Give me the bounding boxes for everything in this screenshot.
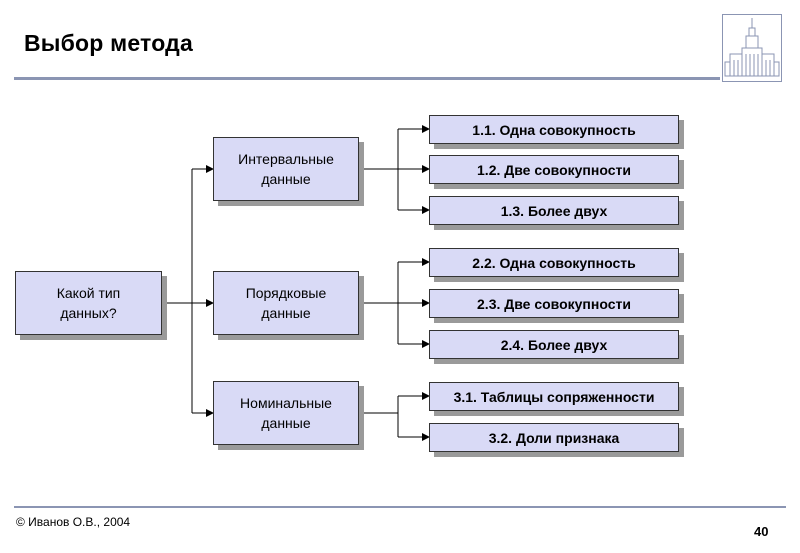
method-node-label: 1.2. Две совокупности [477,161,631,178]
method-node-label: 2.3. Две совокупности [477,295,631,312]
group-node-label: Порядковые данные [245,285,327,321]
university-building-logo [722,14,782,82]
method-node: 2.3. Две совокупности [429,289,679,318]
method-node-label: 3.1. Таблицы сопряженности [453,388,655,405]
method-node: 2.2. Одна совокупность [429,248,679,277]
page-number: 40 [754,524,769,539]
title-divider [14,77,720,80]
method-node: 3.2. Доли признака [429,423,679,452]
method-node: 1.3. Более двух [429,196,679,225]
root-node: Какой тип данных? [15,271,162,335]
method-node-label: 2.4. Более двух [500,336,608,353]
method-node-label: 1.1. Одна совокупность [472,121,636,138]
group-node-ordinal: Порядковые данные [213,271,359,335]
group-node-label: Номинальные данные [240,395,332,431]
method-node: 3.1. Таблицы сопряженности [429,382,679,411]
group-node-nominal: Номинальные данные [213,381,359,445]
method-node: 1.1. Одна совокупность [429,115,679,144]
page-title: Выбор метода [24,30,193,56]
method-node-label: 2.2. Одна совокупность [472,254,636,271]
root-node-label: Какой тип данных? [56,285,121,321]
method-node-label: 3.2. Доли признака [488,429,620,446]
method-node: 2.4. Более двух [429,330,679,359]
group-node-label: Интервальные данные [238,151,334,187]
group-node-interval: Интервальные данные [213,137,359,201]
footer-divider [14,506,786,508]
method-node-label: 1.3. Более двух [500,202,608,219]
method-node: 1.2. Две совокупности [429,155,679,184]
copyright-text: © Иванов О.В., 2004 [16,515,131,529]
